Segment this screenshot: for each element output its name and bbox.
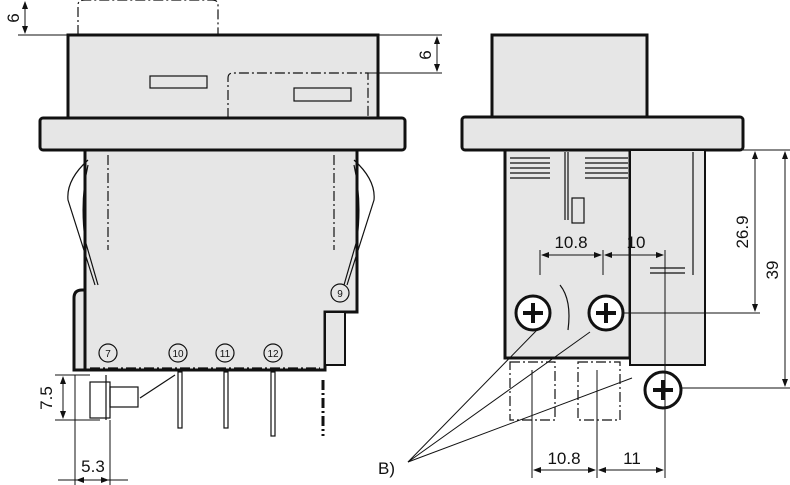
snap-spring-right: [343, 159, 375, 286]
dim-top-offset: 6: [4, 13, 23, 22]
svg-text:12: 12: [267, 349, 279, 360]
dim-pitch-top: 10.8: [554, 233, 587, 252]
pin: [270, 371, 276, 437]
terminal-label-10: 10: [168, 343, 188, 363]
housing: [83, 148, 359, 372]
side-tab-right: [324, 311, 346, 366]
terminal-label-7: 7: [98, 343, 118, 363]
svg-text:7: 7: [105, 349, 111, 360]
dim-offset-bottom: 11: [623, 449, 641, 468]
indicator-slot: [293, 87, 352, 102]
pin: [223, 371, 229, 429]
side-view: 10.8 10 26.9 39 10.8 11 B): [378, 33, 790, 478]
snap-spring-left: [67, 159, 99, 286]
terminal-guard: [559, 284, 570, 331]
dim-height-inner: 26.9: [733, 215, 752, 248]
actuator-alt-outline: [227, 72, 369, 118]
screw-terminal-1: [514, 294, 552, 332]
svg-text:11: 11: [220, 349, 231, 360]
dim-actuator-offset: 6: [416, 50, 435, 59]
terminal-outline: [577, 361, 621, 421]
screw-terminal-3: [643, 370, 683, 410]
dim-height-total: 39: [763, 261, 782, 280]
side-tab: [72, 288, 87, 372]
pin: [177, 371, 183, 429]
bezel-flange-side: [460, 115, 745, 152]
dim-pitch-bottom: 10.8: [547, 449, 580, 468]
dim-terminal-height: 7.5: [37, 386, 56, 410]
dim-terminal-offset: 5.3: [81, 457, 105, 476]
indicator-slot: [149, 75, 208, 89]
svg-text:10: 10: [172, 349, 184, 360]
actuator-travel-outline: [77, 0, 219, 35]
dim-offset-top: 10: [627, 233, 646, 252]
terminal-outline: [509, 361, 556, 421]
bezel-flange: [38, 116, 407, 152]
housing-side-extension: [629, 149, 706, 366]
screw-terminal-2: [587, 294, 625, 332]
callout-b: B): [378, 459, 395, 478]
front-view: 7 10 11 12 9 6 6 7.5 5.3: [4, 0, 442, 485]
terminal-label-9: 9: [330, 283, 350, 303]
terminal-label-12: 12: [263, 343, 283, 363]
actuator: [66, 33, 380, 120]
actuator-side: [490, 33, 649, 119]
terminal-label-11: 11: [215, 343, 235, 363]
screw-terminal: [89, 381, 111, 419]
svg-text:9: 9: [337, 289, 343, 300]
